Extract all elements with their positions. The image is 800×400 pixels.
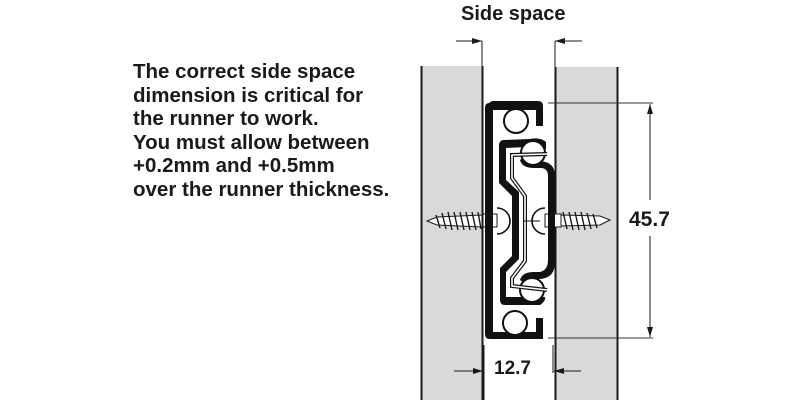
height-dimension	[548, 102, 653, 339]
side-space-arrows	[456, 38, 582, 67]
instruction-line-1: The correct side space	[133, 60, 356, 83]
side-space-instruction: The correct side space dimension is crit…	[133, 60, 423, 201]
instruction-line-5: +0.2mm and +0.5mm	[133, 154, 335, 177]
instruction-line-2: dimension is critical for	[133, 83, 364, 107]
right-drawer-panel	[554, 67, 619, 400]
width-dimension	[454, 345, 581, 400]
width-dimension-label: 12.7	[494, 358, 531, 379]
instruction-line-4: You must allow between	[133, 130, 370, 154]
instruction-line-3: the runner to work.	[133, 107, 319, 130]
height-dimension-label: 45.7	[629, 206, 670, 234]
left-cabinet-panel	[420, 66, 484, 400]
instruction-line-6: over the runner thickness.	[133, 177, 390, 201]
side-space-title: Side space	[461, 3, 566, 25]
drawer-runner-profile-icon	[485, 101, 555, 339]
